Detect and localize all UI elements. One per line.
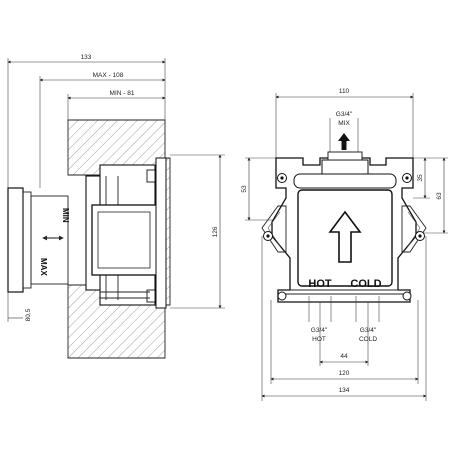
max-label: MAX (39, 258, 48, 276)
dim-height-label: 126 (212, 226, 219, 237)
cold-label: COLD (350, 278, 381, 290)
dim-top-label: 110 (339, 88, 350, 95)
mix-arrow-icon (338, 133, 350, 150)
front-plate (7, 187, 24, 293)
front-view: 110 G3/4" MIX 53 35 63 (241, 88, 448, 401)
dim-bottom-outer-label: 134 (339, 387, 350, 394)
cold-conn-label: COLD (359, 336, 377, 343)
dim-min-label: MIN - 81 (110, 90, 135, 97)
dim-left-label: 53 (241, 185, 248, 193)
dim-centers-label: 44 (340, 353, 348, 360)
flow-arrow-icon (328, 210, 362, 263)
hot-conn-size: G3/4" (311, 327, 328, 334)
hot-label: HOT (308, 278, 332, 290)
dim-right-small-label: 35 (417, 174, 424, 182)
outlet-size-label: G3/4" (336, 111, 353, 118)
dim-right-label: 63 (436, 192, 443, 200)
dim-overall-label: 133 (81, 54, 92, 61)
min-label: MIN (61, 208, 70, 223)
hot-conn-label: HOT (312, 336, 326, 343)
dim-bottom-inner-label: 120 (339, 370, 350, 377)
dim-small-label: 80,5 (25, 308, 32, 321)
side-view: 133 MAX - 108 MIN - 81 MIN MAX (7, 54, 225, 359)
mix-label: MIX (338, 120, 350, 127)
cold-conn-size: G3/4" (360, 327, 377, 334)
dim-max-label: MAX - 108 (93, 72, 124, 79)
mixer-body-side (85, 157, 167, 309)
mounting-holes (263, 173, 425, 301)
